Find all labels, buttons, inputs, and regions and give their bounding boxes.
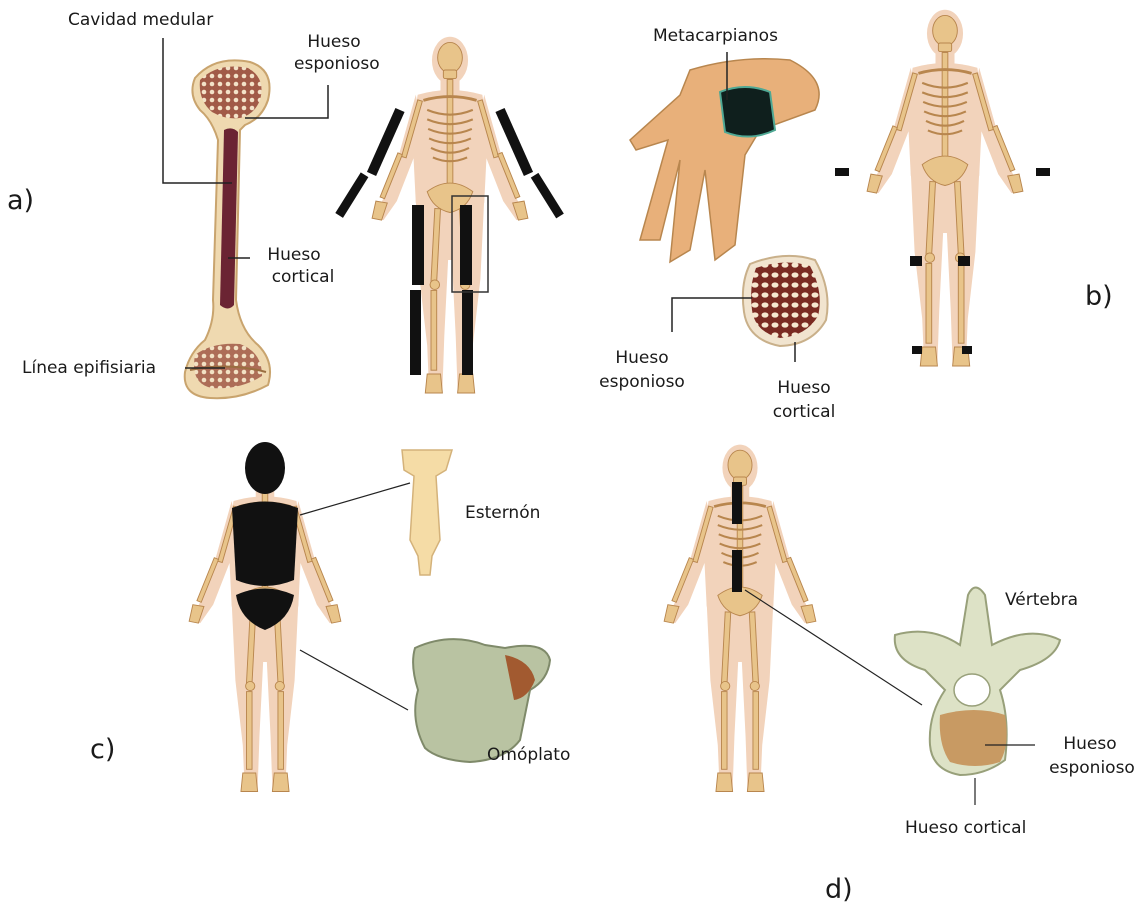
femur-section	[185, 60, 270, 398]
spongy-bone-label-b-line1: Hueso	[602, 348, 682, 369]
cortical-bone-label-a-line2: cortical	[258, 267, 348, 288]
spongy-bone-label-a-line1: Hueso	[296, 32, 372, 53]
cortical-bone-label-a-line1: Hueso	[258, 245, 330, 266]
panel-a-letter: a)	[7, 186, 34, 216]
scapula-label: Omóplato	[487, 745, 570, 766]
medullary-cavity-label: Cavidad medular	[68, 10, 213, 31]
epiphyseal-line-label: Línea epifisiaria	[22, 358, 156, 379]
spongy-bone-label-d-line2: esponioso	[1040, 758, 1144, 779]
panel-d-letter: d)	[825, 875, 853, 905]
spongy-bone-sample	[743, 256, 828, 346]
vertebra-label: Vértebra	[1005, 590, 1078, 611]
metacarpals-label: Metacarpianos	[653, 26, 778, 47]
full-skeleton-b	[867, 10, 1023, 366]
hand-illustration	[630, 59, 819, 262]
flat-bones-highlight	[232, 442, 298, 630]
panel-c-letter: c)	[90, 735, 115, 765]
cortical-bone-label-d: Hueso cortical	[905, 818, 1026, 839]
sternum-illustration	[402, 450, 452, 575]
full-skeleton-a	[372, 37, 528, 393]
spongy-bone-label-d-line1: Hueso	[1050, 734, 1130, 755]
spongy-bone-label-a-line2: esponioso	[294, 54, 374, 75]
vertebra-illustration	[895, 588, 1060, 776]
sternum-label: Esternón	[465, 503, 540, 524]
cortical-bone-label-b-line2: cortical	[758, 402, 850, 423]
scapula-illustration	[413, 639, 550, 762]
panel-b-letter: b)	[1085, 282, 1113, 312]
spongy-bone-label-b-line2: esponioso	[590, 372, 694, 393]
cortical-bone-label-b-line1: Hueso	[764, 378, 844, 399]
